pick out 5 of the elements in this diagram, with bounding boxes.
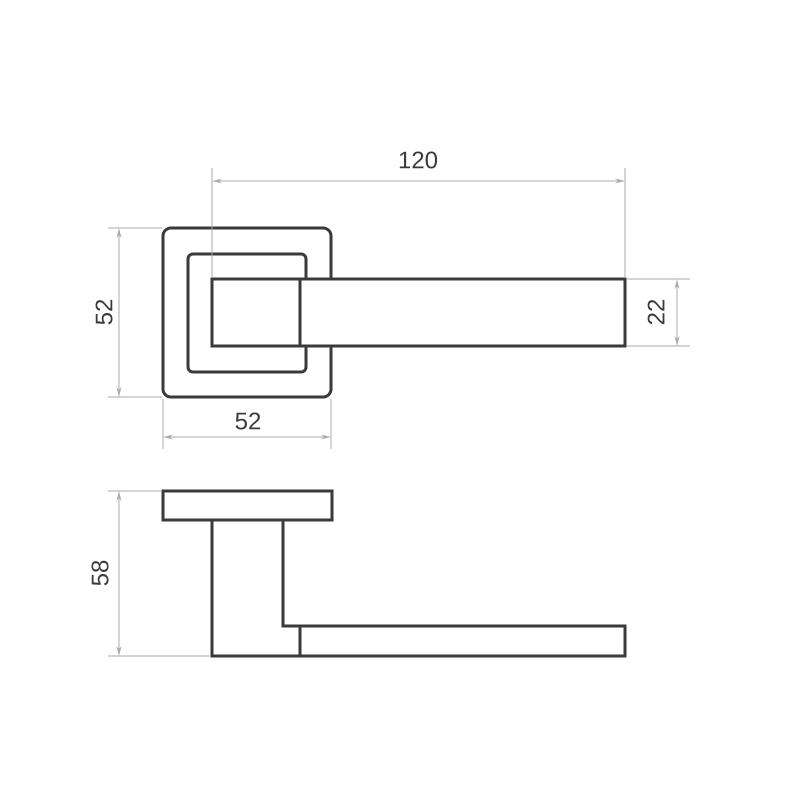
dimension-label: 58 <box>92 560 108 586</box>
dimension-label: 120 <box>400 152 438 168</box>
dimension-label: 22 <box>648 300 664 324</box>
dimension-label: 52 <box>236 412 260 430</box>
dimension-label: 52 <box>96 300 112 324</box>
